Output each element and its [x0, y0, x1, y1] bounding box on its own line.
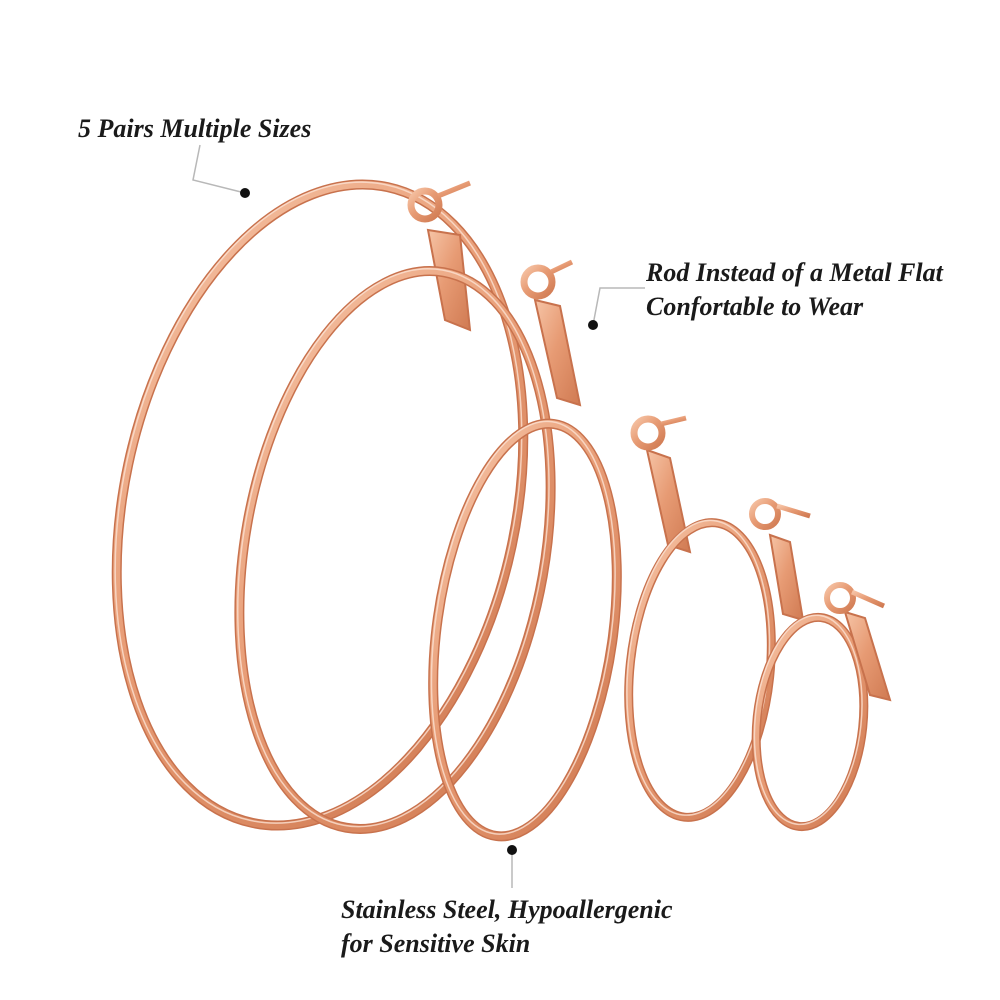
post-3: [660, 415, 687, 427]
latch-1: [426, 228, 472, 332]
hoop-earring-2: [234, 259, 582, 834]
post-4: [776, 503, 811, 519]
leader-line-rod: [592, 287, 645, 326]
hoop-earring-4: [624, 498, 811, 822]
leader-line-sizes: [192, 144, 246, 194]
post-1: [437, 180, 471, 199]
latch-3: [645, 448, 692, 554]
annotation-leaders: [192, 144, 645, 888]
post-5: [850, 589, 886, 609]
annotation-multiple-sizes: 5 Pairs Multiple Sizes: [78, 112, 311, 146]
latch-loop-1: [407, 187, 443, 223]
annotation-steel-line2: for Sensitive Skin: [341, 929, 531, 958]
latch-loop-3: [630, 415, 666, 451]
hoop-earring-3: [428, 415, 692, 842]
latch-loop-4: [749, 498, 781, 530]
hoop-earring-1: [111, 179, 529, 831]
latch-loop-5: [824, 582, 856, 614]
annotation-dots: [240, 188, 598, 855]
hoop-earring-5: [751, 582, 892, 832]
latch-2: [533, 298, 582, 407]
annotation-steel-line1: Stainless Steel, Hypoallergenic: [341, 895, 673, 924]
annotation-sizes-text: 5 Pairs Multiple Sizes: [78, 114, 312, 143]
annotation-rod-line1: Rod Instead of a Metal Flat: [646, 258, 943, 287]
dot-sizes: [240, 188, 250, 198]
latch-4: [768, 533, 805, 622]
dot-steel: [507, 845, 517, 855]
annotation-stainless-steel: Stainless Steel, Hypoallergenic for Sens…: [341, 893, 673, 961]
latch-5: [843, 610, 892, 702]
latch-loop-2: [520, 264, 556, 300]
annotation-rod-line2: Confortable to Wear: [646, 292, 864, 321]
annotation-rod: Rod Instead of a Metal Flat Confortable …: [646, 256, 943, 324]
dot-rod: [588, 320, 598, 330]
post-2: [549, 259, 574, 275]
